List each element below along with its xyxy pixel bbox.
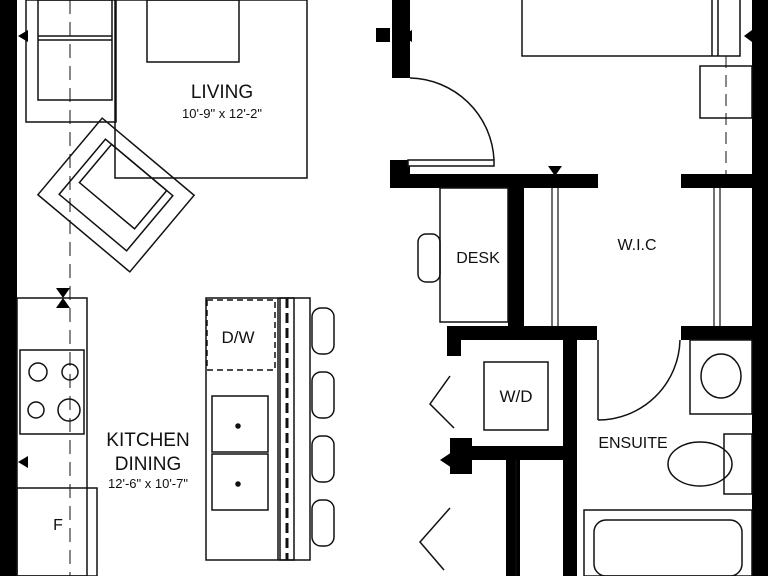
laundry-left-jamb xyxy=(447,326,461,356)
wic-label: W.I.C xyxy=(617,237,656,254)
sofa-outer xyxy=(25,0,117,123)
armchair xyxy=(36,117,196,273)
toilet-tank xyxy=(723,433,753,495)
right-exterior-wall xyxy=(752,0,768,576)
coffee-table xyxy=(146,0,240,63)
bathtub-inner xyxy=(593,519,743,576)
nightstand xyxy=(699,65,753,119)
ensuite-fixtures xyxy=(583,339,753,576)
kitchen-counter xyxy=(16,288,98,576)
sink-bowl-2 xyxy=(211,453,269,511)
wic-left-wall xyxy=(508,174,524,340)
stool-4 xyxy=(311,499,335,547)
desk-area xyxy=(417,187,509,323)
island-counter xyxy=(205,297,311,561)
washer-dryer xyxy=(483,361,549,431)
sink-bowl-1 xyxy=(211,395,269,453)
entry-door xyxy=(407,77,495,167)
fridge xyxy=(16,487,98,576)
kitchen-label: KITCHEN xyxy=(106,430,189,451)
kitchen-dimension: 12'-6" x 10'-7" xyxy=(108,476,188,491)
dishwasher xyxy=(206,299,276,371)
ensuite-door xyxy=(597,339,681,421)
wic-top-wall-right xyxy=(681,174,768,188)
dining-label: DINING xyxy=(115,454,182,475)
living-rug xyxy=(114,0,308,179)
markers xyxy=(18,28,752,468)
closet-bifold-upper xyxy=(429,375,455,429)
living-room xyxy=(25,0,308,576)
ensuite-label: ENSUITE xyxy=(598,435,667,452)
laundry xyxy=(419,361,549,576)
wic-top-wall-left xyxy=(390,174,598,188)
counter-run xyxy=(16,297,88,576)
stool-1 xyxy=(311,307,335,355)
laundry-lower-post xyxy=(450,438,472,474)
center-wall-upper xyxy=(392,0,410,78)
sofa-seat xyxy=(37,0,113,101)
kitchen-island xyxy=(205,297,335,561)
fridge-label: F xyxy=(53,517,63,534)
living-label: LIVING xyxy=(191,82,253,103)
wic-bottom-wall-right xyxy=(681,326,768,340)
labels: LIVING 10'-9" x 12'-2" DESK W.I.C D/W W/… xyxy=(53,82,668,534)
laundry-bottom-wall xyxy=(460,446,577,460)
closet-bifold-lower xyxy=(419,507,451,571)
stool-2 xyxy=(311,371,335,419)
living-dimension: 10'-9" x 12'-2" xyxy=(182,106,262,121)
left-exterior-wall xyxy=(0,0,17,576)
desk-label: DESK xyxy=(456,250,500,267)
vanity xyxy=(689,339,753,415)
wic-bottom-wall-left xyxy=(447,326,597,340)
hall-lower-wall xyxy=(506,460,520,576)
stool-3 xyxy=(311,435,335,483)
bathtub-outer xyxy=(583,509,753,576)
dishwasher-label: D/W xyxy=(221,328,254,347)
bed xyxy=(521,0,741,57)
walk-in-closet xyxy=(548,166,721,326)
sink-basin xyxy=(700,353,742,399)
bedroom-furniture xyxy=(521,0,753,174)
cooktop xyxy=(19,349,85,435)
toilet-bowl xyxy=(667,441,733,487)
washer-dryer-label: W/D xyxy=(499,387,532,406)
desk-chair xyxy=(417,233,441,283)
